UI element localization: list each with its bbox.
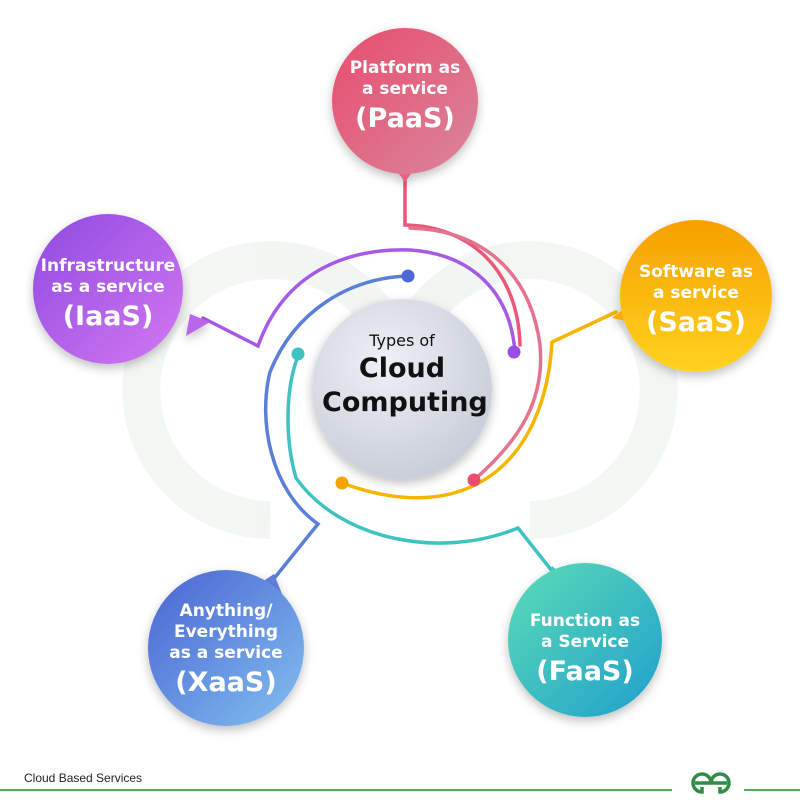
footer-divider-right [744, 789, 800, 791]
saas-label: Software as a service (SaaS) [626, 262, 766, 340]
footer-label: Cloud Based Services [24, 771, 143, 785]
xaas-line3: as a service [169, 643, 283, 663]
saas-line2: a service [653, 283, 739, 303]
faas-label: Function as a Service (FaaS) [515, 611, 655, 689]
iaas-line2: as a service [51, 277, 165, 297]
footer-divider [0, 789, 672, 791]
connector-paas [403, 170, 522, 347]
connector-saas [340, 310, 618, 500]
connector-xaas [263, 274, 410, 588]
dot-xaas [401, 269, 415, 283]
connector-iaas [201, 248, 517, 354]
faas-line2: a Service [540, 632, 630, 652]
paas-label: Platform as a service (PaaS) [335, 58, 475, 136]
paas-line1: Platform as [349, 58, 461, 78]
dot-saas [335, 476, 349, 490]
paas-line2: a service [362, 79, 448, 99]
faas-abbr: (FaaS) [536, 656, 634, 687]
xaas-abbr: (XaaS) [175, 667, 277, 698]
node-xaas [148, 570, 304, 726]
connector-faas [286, 354, 558, 578]
node-iaas [33, 214, 210, 364]
xaas-label: Anything/ Everything as a service (XaaS) [156, 601, 296, 700]
dot-paas [507, 345, 521, 359]
dot-faas [291, 347, 305, 361]
faas-line1: Function as [529, 611, 641, 631]
center-line1: Types of [369, 331, 435, 350]
iaas-abbr: (IaaS) [62, 301, 154, 332]
paas-abbr: (PaaS) [355, 103, 455, 134]
center-title: Types of Cloud Computing [322, 330, 488, 420]
center-line3: Computing [322, 387, 488, 418]
dot-inner [467, 473, 481, 487]
iaas-line1: Infrastructure [40, 256, 176, 276]
saas-line1: Software as [638, 262, 754, 282]
xaas-line1: Anything/ [179, 601, 273, 621]
connector-inner-arc [408, 226, 543, 482]
node-paas [332, 28, 478, 182]
saas-abbr: (SaaS) [645, 307, 746, 338]
center-circle [312, 299, 492, 479]
gfg-logo-icon [691, 772, 731, 794]
node-faas [508, 563, 662, 717]
iaas-label: Infrastructure as a service (IaaS) [33, 256, 183, 334]
xaas-line2: Everything [173, 622, 279, 642]
center-line2: Cloud [358, 353, 446, 384]
node-saas [612, 220, 772, 372]
